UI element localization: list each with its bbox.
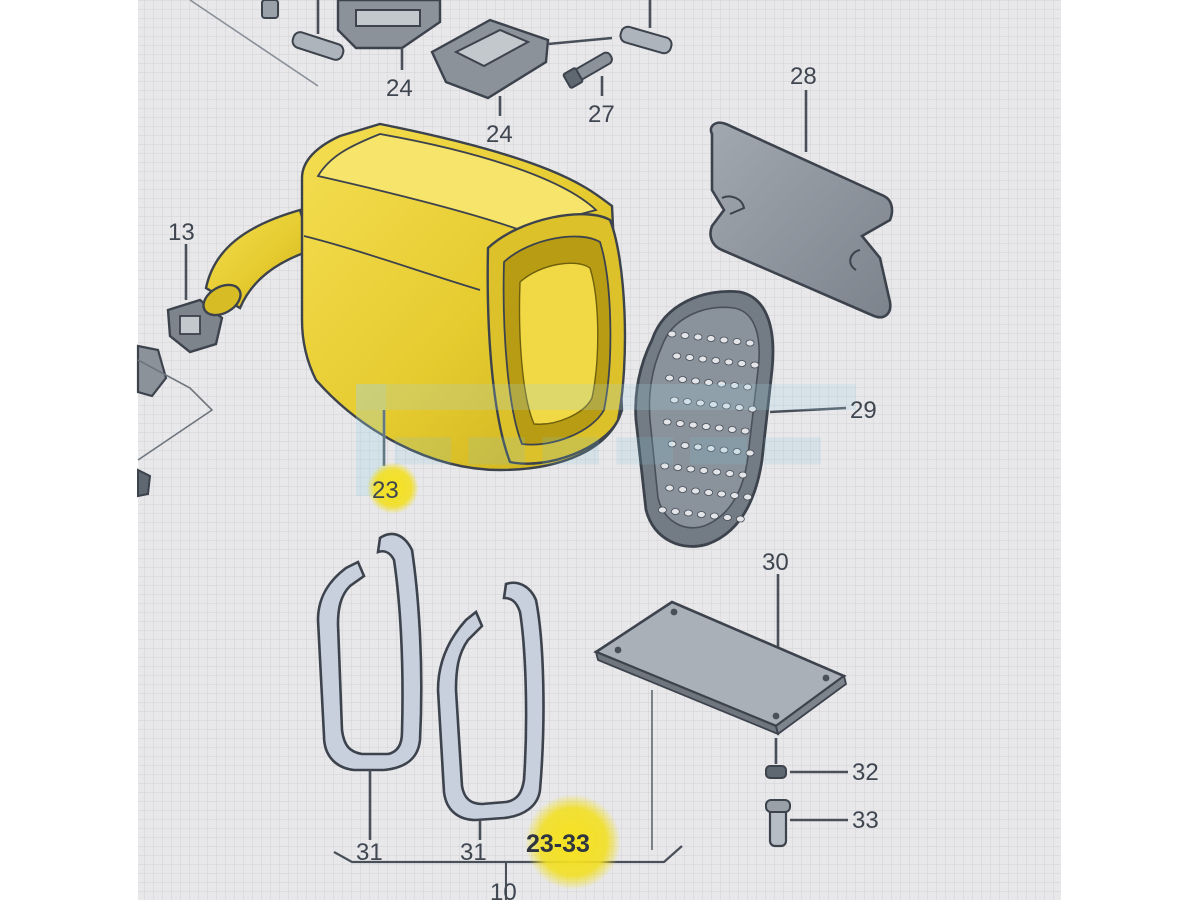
screen-hole (688, 421, 698, 429)
screen-hole (671, 508, 680, 515)
screen-hole (704, 379, 713, 386)
callout-28: 28 (790, 63, 817, 90)
callout-10: 10 (490, 879, 517, 900)
screw-33 (765, 799, 848, 848)
screen-hole (714, 424, 724, 432)
screen-hole (736, 515, 745, 523)
screen-hole (730, 382, 739, 389)
watermark-logo: ▬▬▬▬▬▬ (356, 384, 856, 496)
screen-hole (727, 426, 737, 433)
highlight-23 (367, 462, 419, 514)
screen-hole (691, 377, 700, 385)
screen-hole (710, 512, 719, 520)
screen-hole (745, 339, 755, 347)
callout-13: 13 (168, 219, 195, 246)
screen-hole (740, 427, 750, 435)
screen-hole (697, 511, 706, 518)
screen-hole (672, 352, 682, 360)
screen-hole (732, 338, 742, 345)
screen-hole (660, 462, 670, 470)
screen-hole (665, 374, 674, 382)
screen-hole (701, 423, 711, 430)
screen-hole (670, 396, 679, 404)
callout-33: 33 (852, 807, 879, 834)
screen-hole (658, 506, 667, 514)
group-bracket (333, 845, 683, 900)
bracket-24-lower (430, 18, 550, 100)
bolt-27 (562, 51, 613, 89)
screen-hole (693, 443, 703, 451)
callout-31a: 31 (356, 839, 383, 866)
screen-hole (717, 490, 726, 498)
screen-hole (745, 449, 755, 457)
screen-hole (678, 486, 687, 493)
screen-hole (680, 442, 690, 449)
callout-32: 32 (852, 759, 879, 786)
washer-32 (765, 738, 848, 779)
screen-hole (711, 357, 721, 364)
screen-hole (748, 405, 757, 413)
screen-hole (724, 358, 734, 366)
screen-hole (665, 484, 674, 492)
screen-hole (683, 398, 692, 405)
screen-hole (686, 465, 696, 473)
screen-hole (719, 336, 729, 344)
callout-23-33: 23-33 (526, 830, 590, 858)
screen-hole (723, 514, 732, 521)
muffler-23 (202, 122, 627, 472)
callout-24b: 24 (486, 121, 513, 148)
screen-hole (696, 399, 705, 407)
highlight-23-33 (525, 794, 621, 890)
screen-hole (737, 360, 747, 367)
screen-hole (743, 493, 752, 501)
screen-hole (675, 420, 685, 427)
screen-hole (712, 468, 722, 476)
screen-hole (730, 492, 739, 499)
callout-29: 29 (850, 397, 877, 424)
screen-hole (738, 471, 748, 479)
screen-hole (722, 402, 731, 410)
screen-hole (735, 404, 744, 411)
screen-hole (691, 487, 700, 495)
screen-hole (678, 376, 687, 383)
screen-hole (706, 445, 716, 452)
screen-hole (719, 446, 729, 454)
screen-hole (685, 354, 695, 361)
callout-27: 27 (588, 101, 615, 128)
screen-hole (704, 489, 713, 496)
screen-hole (709, 401, 718, 408)
paper-grid (138, 0, 1061, 900)
screen-hole (732, 448, 742, 455)
left-edge-part (136, 344, 214, 498)
screen-hole (750, 361, 760, 369)
screen-hole (667, 440, 677, 448)
screen-hole (699, 467, 709, 474)
screen-hole (662, 418, 672, 426)
callout-30: 30 (762, 549, 789, 576)
screen-hole (743, 383, 752, 391)
screen-hole (693, 333, 703, 341)
screen-hole (673, 464, 683, 471)
screen-hole (717, 380, 726, 388)
callout-24a: 24 (386, 75, 413, 102)
screen-hole (667, 330, 677, 338)
strap-31-right (436, 581, 545, 822)
callout-31b: 31 (460, 839, 487, 866)
screen-29 (634, 290, 775, 548)
screen-hole (680, 332, 690, 339)
screen-hole (684, 509, 693, 517)
screen-hole (706, 335, 716, 342)
screen-hole (725, 470, 735, 477)
screen-hole (698, 355, 708, 363)
svg-text:▬▬▬▬▬▬: ▬▬▬▬▬▬ (388, 402, 832, 488)
callout-23: 23 (372, 477, 399, 504)
gasket-28 (709, 90, 894, 319)
strap-31-left (316, 532, 423, 772)
plate-30 (593, 574, 848, 850)
top-hardware (189, 0, 673, 116)
